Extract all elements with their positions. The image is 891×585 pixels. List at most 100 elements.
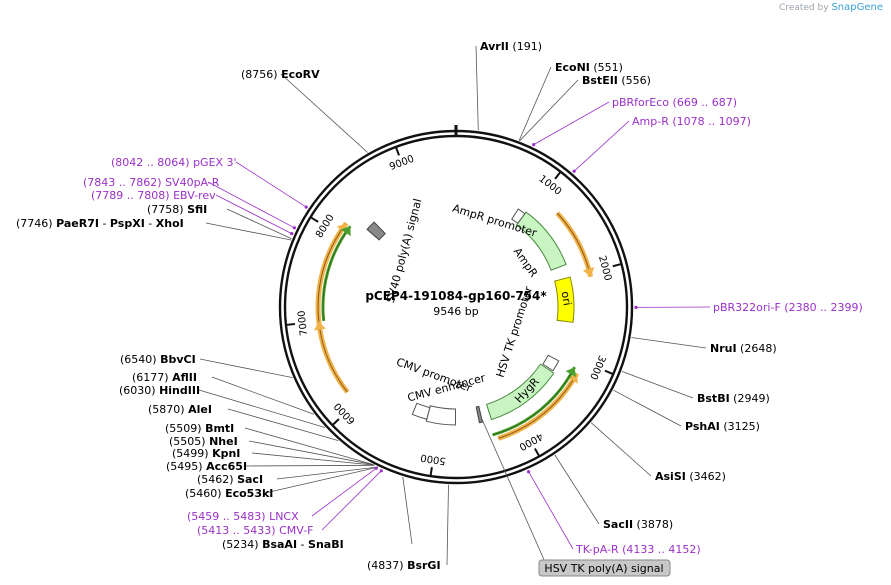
site-name: KpnI [212,447,240,460]
ampr-promoter-feature [511,208,526,224]
site-name: AvrII [480,40,509,53]
tick-mark [286,322,295,326]
site-name: NheI [209,435,238,448]
site-label: (5505) NheI [169,435,238,448]
site-leader [590,422,652,477]
site-name: NruI [710,342,737,355]
site-position: (5509) [165,422,205,435]
primer-marker [304,205,308,209]
site-name-2: PspXI [110,217,145,230]
site-leader [475,45,479,131]
site-position: (6177) [132,371,172,384]
site-name: BsrGI [407,559,440,572]
green-arc-arrowhead [565,367,576,378]
site-leader [554,454,600,525]
site-label: SacII (3878) [603,518,673,531]
site-leader [226,208,292,240]
site-label: (5509) BmtI [165,422,234,435]
primer-name: LNCX [269,510,299,523]
tick-label: 5000 [420,451,447,466]
ori-label: ori [559,290,574,306]
primer-marker [527,470,531,474]
primer-marker [374,466,378,470]
site-label: (5870) AleI [148,403,212,416]
site-label: BstEII (556) [582,74,651,87]
site-leader [245,464,375,467]
site-position: (7746) [16,217,56,230]
site-name: SfiI [187,203,207,216]
tick-label: 2000 [596,255,613,282]
site-separator: - [99,217,110,230]
site-position: (8756) [241,68,281,81]
primer-range: (2380 .. 2399) [781,301,863,314]
primer-label: pBRforEco (669 .. 687) [612,96,737,109]
site-label: BstBI (2949) [697,392,770,405]
primer-label: (7789 .. 7808) EBV-rev [91,189,216,202]
site-leader [244,427,374,465]
primer-leader [207,181,295,229]
polya-callout-box [538,559,671,577]
tick-label: 8000 [314,213,337,240]
primer-leader [235,161,307,208]
primer-range: (669 .. 687) [669,96,737,109]
site-label: EcoNI (551) [555,61,623,74]
primer-leader [573,120,630,172]
primer-label: TK-pA-R (4133 .. 4152) [575,543,701,556]
site-position: (5234) [222,538,262,551]
site-name: BsaAI [262,538,297,551]
primer-range: (4133 .. 4152) [619,543,701,556]
tick-mark [429,467,433,476]
site-position: (3125) [720,420,760,433]
primer-leader [321,470,382,531]
orange-arc-arrowhead [313,321,326,331]
site-leader [280,73,368,153]
primer-label: (5459 .. 5483) LNCX [187,510,299,523]
site-label: (5462) SacI [197,473,263,486]
tick-mark [332,418,340,426]
site-leader [613,389,682,427]
ampr-feature [515,211,567,271]
site-label: AvrII (191) [480,40,542,53]
primer-range: (8042 .. 8064) [111,156,193,169]
cmv-enhancer-feature [425,405,457,426]
orange-arc-arrowhead [582,267,595,277]
tick-label: 7000 [296,310,310,336]
site-label: (5499) KpnI [172,447,240,460]
site-label: PshAI (3125) [685,420,760,433]
plasmid-name: pCEP4-191084-gp160-754* [365,289,547,303]
tick-label: 3000 [587,353,607,381]
site-position: (6540) [120,353,160,366]
site-name: BmtI [205,422,234,435]
primer-name: Amp-R [632,115,669,128]
primer-marker [379,469,383,473]
primer-leader [215,194,292,234]
site-position: (2648) [737,342,777,355]
hygr-feature [485,363,555,421]
primer-marker [572,169,576,173]
orange-arc [555,211,594,278]
site-name-2: SnaBI [308,538,344,551]
hsv-tk-polya-feature [475,405,484,424]
site-position: (5462) [197,473,237,486]
site-name: EcoRV [281,68,320,81]
primer-marker [290,232,294,236]
site-leader [621,371,694,399]
arcs-layer [313,211,595,441]
site-name: BstEII [582,74,618,87]
site-name: Acc65I [206,460,247,473]
site-label: (5495) Acc65I [166,460,247,473]
site-position: (7758) [147,203,187,216]
primer-name: pGEX 3' [193,156,237,169]
site-name: SacI [237,473,263,486]
tick-label: 1000 [536,173,563,197]
primer-label: pBR322ori-F (2380 .. 2399) [713,301,863,314]
primer-range: (1078 .. 1097) [669,115,751,128]
primer-name: pBRforEco [612,96,669,109]
snapgene-logo-text: SnapGene [831,2,883,13]
primer-range: (5413 .. 5433) [197,524,279,537]
site-leader [446,484,449,566]
orange-arc-core [498,373,578,439]
site-label: (5460) Eco53kI [185,487,273,500]
primer-marker [532,143,536,147]
